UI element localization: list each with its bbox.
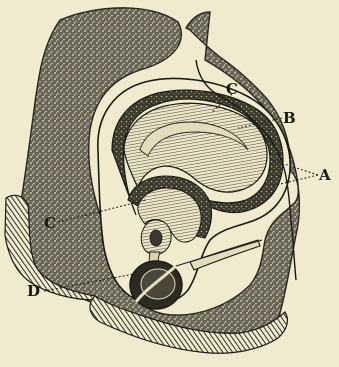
label-d: D: [27, 282, 40, 300]
label-b: B: [283, 109, 296, 127]
modiolus-core: [150, 230, 162, 246]
label-a: A: [318, 166, 331, 184]
round-window-inner: [141, 269, 175, 299]
label-c-upper: C: [226, 80, 238, 98]
label-c-left: C: [44, 214, 56, 232]
